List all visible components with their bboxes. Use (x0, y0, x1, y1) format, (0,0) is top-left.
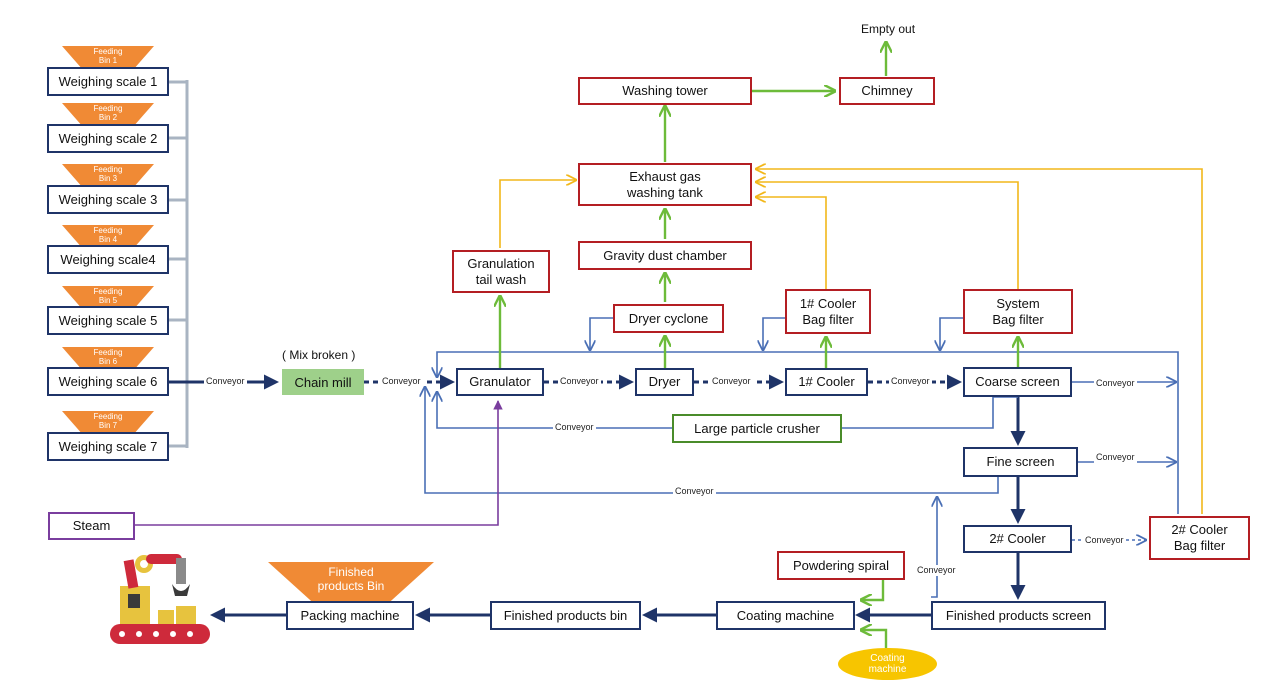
conveyor-label-8: Conveyor (1083, 535, 1126, 546)
granulator: Granulator (456, 368, 544, 396)
chimney: Chimney (839, 77, 935, 105)
weighing-scale-7: Weighing scale 7 (47, 432, 169, 461)
cooler-1: 1# Cooler (785, 368, 868, 396)
steam-line (135, 400, 503, 526)
conveyor-label-5: Conveyor (889, 376, 932, 387)
fine-screen: Fine screen (963, 447, 1078, 477)
conveyor-label-10: Conveyor (673, 486, 716, 497)
packing-robot-icon (110, 554, 210, 644)
steam-source: Steam (48, 512, 135, 540)
exhaust-gas-washing-tank: Exhaust gas washing tank (578, 163, 752, 206)
feeding-bin-7: Feeding Bin 7 (62, 411, 154, 432)
packing-machine: Packing machine (286, 601, 414, 630)
coarse-screen: Coarse screen (963, 367, 1072, 397)
feeding-bin-1: Feeding Bin 1 (62, 46, 154, 67)
dryer: Dryer (635, 368, 694, 396)
conveyor-label-7: Conveyor (1094, 452, 1137, 463)
conveyor-label-1: Conveyor (204, 376, 247, 387)
gravity-dust-chamber: Gravity dust chamber (578, 241, 752, 270)
conveyor-label-4: Conveyor (710, 376, 753, 387)
cooler-2-bag-filter: 2# Cooler Bag filter (1149, 516, 1250, 560)
coating-machine: Coating machine (716, 601, 855, 630)
weighing-scale-1: Weighing scale 1 (47, 67, 169, 96)
exhaust-flow (499, 169, 1203, 514)
conveyor-label-3: Conveyor (558, 376, 601, 387)
coating-machine-tank: Coating machine (838, 648, 937, 680)
weighing-scale-3: Weighing scale 3 (47, 185, 169, 214)
chain-mill: Chain mill (282, 369, 364, 395)
cooler-2: 2# Cooler (963, 525, 1072, 553)
feeding-bin-6: Feeding Bin 6 (62, 347, 154, 368)
weighing-scale-6: Weighing scale 6 (47, 367, 169, 396)
feeding-bin-2: Feeding Bin 2 (62, 103, 154, 124)
large-particle-crusher: Large particle crusher (672, 414, 842, 443)
conveyor-label-9: Conveyor (553, 422, 596, 433)
weighing-scale-5: Weighing scale 5 (47, 306, 169, 335)
feeding-bin-3: Feeding Bin 3 (62, 164, 154, 185)
conveyor-label-6: Conveyor (1094, 378, 1137, 389)
dryer-cyclone: Dryer cyclone (613, 304, 724, 333)
conveyor-label-11: Conveyor (915, 565, 958, 576)
system-bag-filter: System Bag filter (963, 289, 1073, 334)
mix-broken-label: ( Mix broken ) (282, 348, 356, 362)
feeding-bin-5: Feeding Bin 5 (62, 286, 154, 307)
feeding-bin-4: Feeding Bin 4 (62, 225, 154, 246)
finished-products-screen: Finished products screen (931, 601, 1106, 630)
finished-products-bin: Finished products bin (490, 601, 641, 630)
gas-flow (500, 42, 1018, 648)
empty-out-label: Empty out (861, 22, 916, 36)
conveyor-label-2: Conveyor (380, 376, 423, 387)
powdering-spiral: Powdering spiral (777, 551, 905, 580)
weighing-scale-4: Weighing scale4 (47, 245, 169, 274)
weighing-scale-2: Weighing scale 2 (47, 124, 169, 153)
scale-bus (168, 80, 189, 448)
main-flow (168, 374, 1026, 623)
cooler-1-bag-filter: 1# Cooler Bag filter (785, 289, 871, 334)
washing-tower: Washing tower (578, 77, 752, 105)
granulation-tail-wash: Granulation tail wash (452, 250, 550, 293)
